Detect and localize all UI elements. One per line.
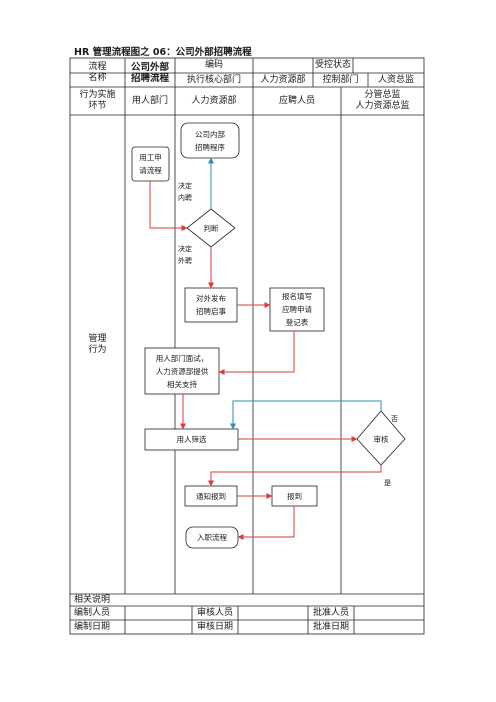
- process-name-value: 公司外部 招聘流程: [130, 61, 169, 84]
- screen-label: 用人筛选: [176, 435, 207, 444]
- post-ad-label: 对外发布 招聘启事: [196, 294, 226, 316]
- reviewed-by-label: 审核人员: [196, 607, 233, 618]
- review-no-label: 否: [391, 415, 398, 423]
- hire-request-label: 用工申 请流程: [139, 153, 162, 175]
- exec-dept-label: 执行核心部门: [186, 74, 241, 85]
- hr-director-cell: 人资总监: [377, 74, 414, 85]
- process-name-label: 流程 名称: [88, 61, 107, 83]
- code-label: 编码: [204, 60, 223, 70]
- management-section-label: 管理 行为: [88, 334, 107, 355]
- notify-label: 通知报到: [196, 491, 226, 501]
- post-ad-box: [184, 287, 238, 323]
- interview-label: 用人部门面试， 人力资源部提供 相关支持: [155, 353, 209, 389]
- lane-header-hr-dept: 人力资源部: [191, 95, 237, 106]
- decide-external-label: 决定 外聘: [178, 245, 192, 265]
- review-yes-label: 是: [384, 479, 391, 487]
- arrow-review-reject: [230, 400, 382, 430]
- prepared-date-label: 编制日期: [74, 621, 111, 632]
- report-label: 报到: [287, 491, 302, 501]
- internal-process-label: 公司内部 招聘程序: [195, 129, 225, 152]
- prepared-by-label: 编制人员: [74, 607, 111, 618]
- control-status-label: 受控状态: [314, 60, 351, 70]
- document-title: HR 管理流程图之 06：公司外部招聘流程: [74, 47, 252, 58]
- arrow-form-to-interview: [218, 331, 295, 375]
- fill-form-label: 报名填写 应聘申请 登记表: [282, 292, 312, 327]
- judge-label: 判断: [203, 223, 219, 233]
- fill-form-box: [269, 287, 325, 332]
- arrow-review-approve: [208, 465, 382, 487]
- decide-internal-label: 决定 内聘: [178, 182, 192, 202]
- lane-header-directors: 分管总监 人力资源总监: [355, 90, 410, 111]
- control-dept-label: 控制部门: [322, 74, 359, 85]
- approved-date-label: 批准日期: [312, 621, 349, 632]
- stage-label: 行为实施 环节: [79, 90, 116, 111]
- reviewed-date-label: 审核日期: [196, 621, 233, 632]
- hr-dept-cell: 人力资源部: [260, 74, 306, 85]
- onboard-label: 入职流程: [197, 533, 227, 542]
- lane-header-hiring-dept: 用人部门: [131, 95, 168, 106]
- approved-by-label: 批准人员: [312, 607, 349, 618]
- arrow-report-to-onboard: [237, 506, 295, 540]
- lane-header-applicants: 应聘人员: [278, 95, 315, 106]
- arrow-hire-to-judge: [149, 181, 188, 231]
- notes-label: 相关说明: [74, 594, 111, 605]
- review-label: 审核: [373, 434, 389, 444]
